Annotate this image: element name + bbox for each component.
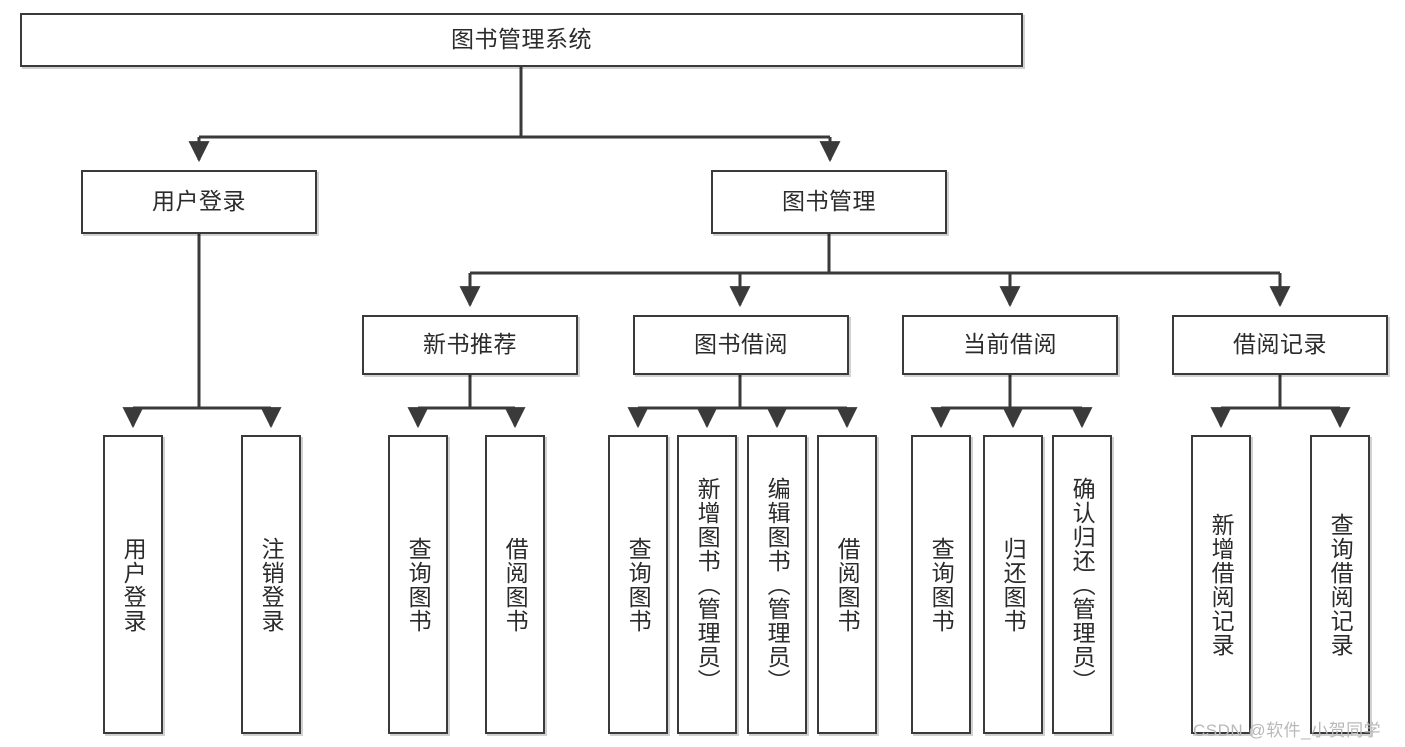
watermark-text: CSDN @软件_小贺同学	[1193, 721, 1382, 740]
node-leaf-query-record-label: 查询借阅记录	[1327, 512, 1354, 657]
node-leaf-borrow-book-1[interactable]: 借阅图书	[485, 435, 545, 734]
node-current-borrow-label: 当前借阅	[963, 331, 1057, 358]
node-leaf-borrow-book-2[interactable]: 借阅图书	[817, 435, 877, 734]
node-leaf-user-login[interactable]: 用户登录	[103, 435, 163, 734]
edge-borrowrecord-to-leaves	[1210, 375, 1351, 429]
edge-bookborrow-to-leaves	[627, 375, 858, 429]
node-leaf-add-record[interactable]: 新增借阅记录	[1191, 435, 1251, 734]
node-leaf-edit-book[interactable]: 编辑图书（管理员）	[747, 435, 807, 734]
edge-bookmanage-to-level3	[459, 234, 1291, 308]
node-leaf-user-login-label: 用户登录	[120, 536, 147, 633]
node-new-book-rec-label: 新书推荐	[423, 331, 517, 358]
node-borrow-record[interactable]: 借阅记录	[1172, 315, 1388, 375]
node-book-manage-label: 图书管理	[782, 188, 876, 215]
node-book-borrow-label: 图书借阅	[694, 331, 788, 358]
node-leaf-add-book-label: 新增图书（管理员）	[694, 476, 721, 693]
node-user-login-label: 用户登录	[152, 188, 246, 215]
edge-newbook-to-leaves	[407, 375, 526, 429]
node-new-book-rec[interactable]: 新书推荐	[362, 315, 578, 375]
node-leaf-add-record-label: 新增借阅记录	[1208, 512, 1235, 657]
node-leaf-return-book-label: 归还图书	[1000, 536, 1027, 633]
node-leaf-confirm-return[interactable]: 确认归还（管理员）	[1052, 435, 1112, 734]
node-leaf-query-book-2-label: 查询图书	[625, 536, 652, 633]
node-leaf-confirm-return-label: 确认归还（管理员）	[1069, 476, 1096, 693]
node-leaf-query-book-2[interactable]: 查询图书	[608, 435, 668, 734]
node-borrow-record-label: 借阅记录	[1233, 331, 1327, 358]
node-leaf-user-logout-label: 注销登录	[258, 536, 285, 633]
edge-currentborrow-to-leaves	[930, 375, 1093, 429]
node-current-borrow[interactable]: 当前借阅	[902, 315, 1118, 375]
node-leaf-query-book-3[interactable]: 查询图书	[911, 435, 971, 734]
node-leaf-query-book-1-label: 查询图书	[405, 536, 432, 633]
node-leaf-return-book[interactable]: 归还图书	[983, 435, 1043, 734]
node-root-label: 图书管理系统	[451, 26, 592, 53]
node-leaf-borrow-book-1-label: 借阅图书	[502, 536, 529, 633]
node-root[interactable]: 图书管理系统	[20, 13, 1023, 67]
node-leaf-user-logout[interactable]: 注销登录	[241, 435, 301, 734]
node-leaf-add-book[interactable]: 新增图书（管理员）	[677, 435, 737, 734]
node-leaf-query-book-1[interactable]: 查询图书	[388, 435, 448, 734]
node-book-borrow[interactable]: 图书借阅	[633, 315, 849, 375]
node-leaf-borrow-book-2-label: 借阅图书	[834, 536, 861, 633]
node-leaf-edit-book-label: 编辑图书（管理员）	[764, 476, 791, 693]
node-leaf-query-record[interactable]: 查询借阅记录	[1310, 435, 1370, 734]
node-leaf-query-book-3-label: 查询图书	[928, 536, 955, 633]
edge-root-to-level2	[188, 67, 841, 163]
node-user-login[interactable]: 用户登录	[81, 170, 317, 234]
edge-userlogin-to-leaves	[122, 234, 282, 429]
node-book-manage[interactable]: 图书管理	[711, 170, 947, 234]
